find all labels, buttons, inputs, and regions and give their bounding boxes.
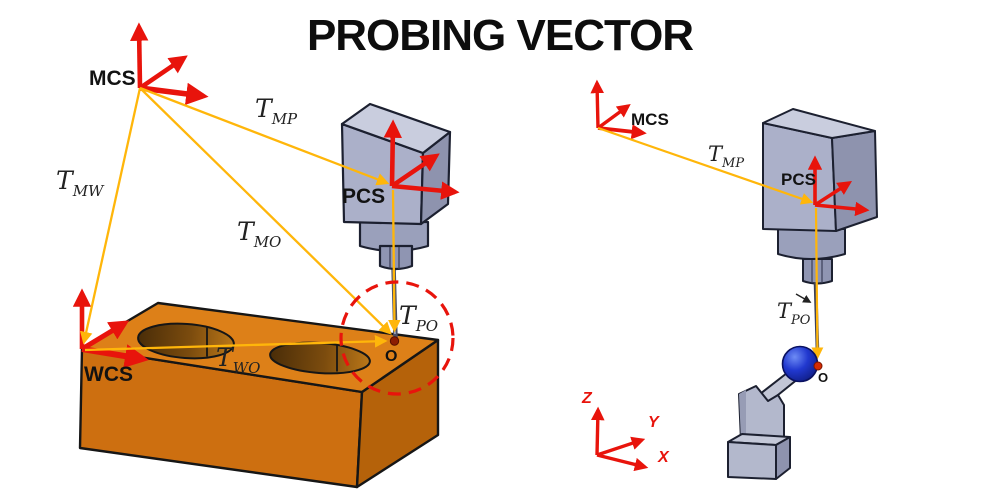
two-main: T bbox=[216, 343, 233, 372]
right-diagram bbox=[590, 79, 878, 480]
tpo-right-sub: PO bbox=[791, 313, 811, 328]
block-hole-1 bbox=[137, 322, 235, 360]
fixture-base-side bbox=[775, 436, 791, 480]
triad-y-label: Y bbox=[648, 414, 659, 431]
vector-label-tpo-right: TPO bbox=[777, 299, 810, 328]
mcs-label-left: MCS bbox=[89, 67, 136, 90]
vectors-right bbox=[597, 126, 824, 360]
page-title: PROBING VECTOR bbox=[306, 11, 694, 60]
pcs-label-right: PCS bbox=[781, 170, 816, 189]
vector-label-tpo-left: TPO bbox=[399, 301, 438, 334]
origin-label-left: O bbox=[385, 348, 398, 365]
vector-label-two: TWO bbox=[216, 343, 260, 376]
tpo-left-sub: PO bbox=[415, 317, 439, 335]
block-hole-2 bbox=[269, 341, 371, 375]
tmp-right-main: T bbox=[708, 142, 723, 166]
xyz-triad bbox=[590, 406, 649, 472]
pcs-axes-right bbox=[807, 155, 870, 217]
vector-label-tmp-left: TMP bbox=[255, 94, 297, 127]
probe-box-side-right bbox=[831, 130, 878, 232]
tmp-right-sub: MP bbox=[722, 156, 745, 171]
workpiece-block bbox=[78, 301, 440, 489]
triad-z-axis bbox=[590, 406, 605, 456]
highlight-dashed-circle bbox=[339, 280, 455, 396]
tmp-left-main: T bbox=[255, 94, 272, 123]
stylus-fixture bbox=[727, 365, 805, 480]
pcs-axes-left bbox=[383, 119, 460, 200]
mcs-axes-right bbox=[590, 79, 647, 140]
left-diagram bbox=[72, 22, 460, 489]
tmo-main: T bbox=[237, 217, 254, 246]
vector-tmp-line bbox=[139, 86, 390, 186]
vector-two-line bbox=[84, 334, 388, 352]
origin-point-right bbox=[813, 361, 823, 371]
vector-tmw-line bbox=[80, 87, 142, 345]
vector-tmo-line bbox=[139, 87, 392, 335]
triad-x-axis bbox=[596, 453, 649, 472]
triad-y-axis bbox=[596, 436, 646, 457]
triad-x-label: X bbox=[658, 449, 669, 466]
fixture-base-front bbox=[727, 441, 777, 480]
origin-point-left bbox=[389, 336, 400, 346]
wcs-label: WCS bbox=[84, 363, 133, 386]
vector-label-tmw: TMW bbox=[56, 166, 103, 199]
mcs-label-right: MCS bbox=[631, 110, 669, 129]
vector-tpo-line bbox=[388, 189, 401, 333]
shaft-pointer-arrow bbox=[795, 293, 812, 303]
stylus-ball bbox=[781, 345, 819, 383]
probe-neck-right bbox=[777, 228, 846, 260]
tmw-sub: MW bbox=[72, 182, 104, 200]
probe-box-top-right bbox=[762, 108, 876, 139]
vector-tmp-right-line bbox=[597, 126, 814, 205]
vectors-left bbox=[80, 86, 401, 352]
pcs-label-left: PCS bbox=[342, 185, 386, 208]
two-sub: WO bbox=[232, 359, 261, 377]
vector-tpo-right-line bbox=[811, 207, 824, 360]
vector-label-tmp-right: TMP bbox=[708, 142, 744, 171]
vector-label-tmo: TMO bbox=[237, 217, 281, 250]
fixture-column-shade bbox=[739, 390, 746, 441]
probe-nut-left bbox=[378, 244, 414, 271]
tpo-left-main: T bbox=[399, 301, 416, 330]
tpo-right-main: T bbox=[777, 299, 792, 323]
tmo-sub: MO bbox=[253, 233, 282, 251]
tmp-left-sub: MP bbox=[271, 110, 298, 128]
triad-z-label: Z bbox=[582, 390, 592, 407]
tmw-main: T bbox=[56, 166, 73, 195]
mcs-axes-left bbox=[130, 22, 209, 105]
origin-label-right: O bbox=[818, 370, 829, 385]
